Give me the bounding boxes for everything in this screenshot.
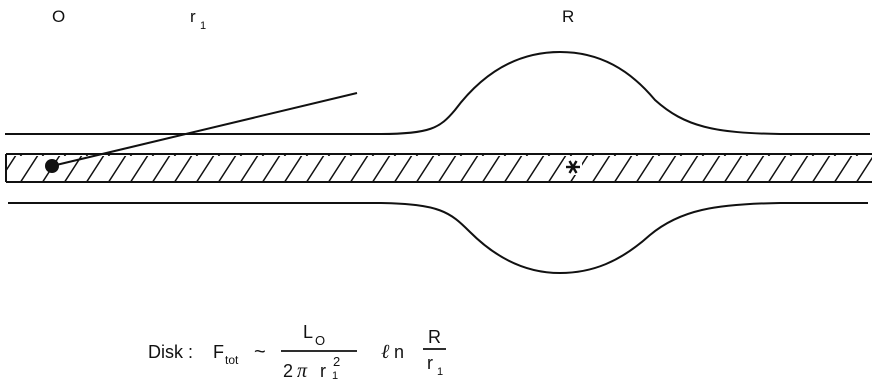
label-r1-base: r <box>190 7 196 26</box>
disk-flux-equation: Disk : F tot ~ L O 2 π r 2 1 ℓ n R r 1 <box>148 322 446 380</box>
eq-ell: ℓ <box>381 341 390 363</box>
eq-den-r: r <box>320 361 326 380</box>
eq-sim: ~ <box>254 341 266 363</box>
eq-prefix: Disk : <box>148 342 193 362</box>
label-r1: r 1 <box>190 7 206 32</box>
eq-n: n <box>394 342 404 362</box>
hatched-disk <box>5 153 872 183</box>
eq-F: F <box>213 342 224 362</box>
eq-den-2: 2 <box>283 361 293 380</box>
eq-den-sup: 2 <box>333 354 340 369</box>
upper-envelope-curve <box>5 50 870 135</box>
label-r1-sub: 1 <box>200 20 206 32</box>
sightline <box>51 92 358 167</box>
eq-den-sub: 1 <box>332 370 338 380</box>
eq-frac2-num: R <box>428 327 441 347</box>
eq-frac2-den: r <box>427 353 433 373</box>
eq-frac2-den-sub: 1 <box>437 366 443 378</box>
disk-hatch-fill <box>6 154 872 182</box>
eq-F-sub: tot <box>225 353 239 367</box>
star-icon <box>564 159 582 175</box>
eq-num-L: L <box>303 322 313 342</box>
eq-den-pi: π <box>297 360 308 380</box>
eq-num-sub: O <box>315 333 325 348</box>
source-dot <box>45 159 59 173</box>
lower-envelope-curve <box>8 202 868 275</box>
label-R: R <box>562 7 574 26</box>
label-origin: O <box>52 7 65 26</box>
